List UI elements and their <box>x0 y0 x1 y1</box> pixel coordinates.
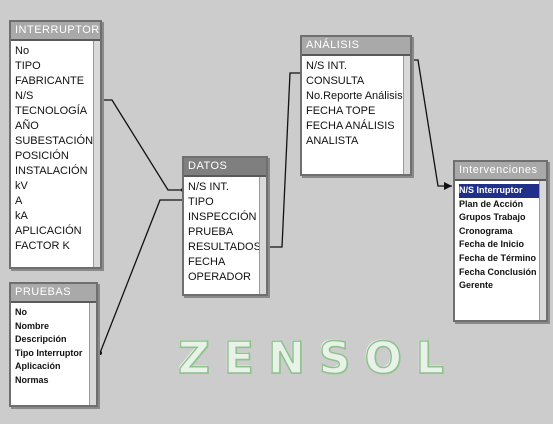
field-row[interactable]: kV <box>15 180 28 192</box>
field-row[interactable]: FECHA ANÁLISIS <box>306 120 395 132</box>
scrollbar[interactable] <box>539 181 546 320</box>
scrollbar[interactable] <box>89 303 96 405</box>
field-row[interactable]: CONSULTA <box>306 75 365 87</box>
field-row[interactable]: INSTALACIÓN <box>15 165 88 177</box>
scrollbar[interactable] <box>93 41 100 267</box>
zensol-logo: ZENSOL <box>177 332 458 385</box>
field-row[interactable]: Gerente <box>459 280 494 291</box>
field-row[interactable]: Cronograma <box>459 225 513 236</box>
table-title[interactable]: ANÁLISIS <box>302 37 410 56</box>
field-row[interactable]: N/S <box>15 90 34 102</box>
field-row[interactable]: Aplicación <box>15 361 61 372</box>
field-row[interactable]: Fecha de Término <box>459 252 537 263</box>
table-datos[interactable]: DATOS N/S INT. TIPO INSPECCIÓN PRUEBA RESULT… <box>182 156 268 296</box>
field-row[interactable]: FECHA <box>188 256 226 268</box>
field-row[interactable]: kA <box>15 210 28 222</box>
field-row[interactable]: POSICIÓN <box>15 150 69 162</box>
field-row[interactable]: APLICACIÓN <box>15 225 82 237</box>
field-row[interactable]: Descripción <box>15 334 67 345</box>
field-list: N/S INT. TIPO INSPECCIÓN PRUEBA RESULTADOS FE… <box>184 177 266 285</box>
field-row[interactable]: N/S INT. <box>188 181 229 193</box>
field-row[interactable]: No <box>15 307 27 317</box>
table-title[interactable]: PRUEBAS <box>11 284 96 303</box>
table-title[interactable]: INTERRUPTOR <box>11 22 100 41</box>
field-row[interactable]: AÑO <box>15 120 39 132</box>
field-row[interactable]: FECHA TOPE <box>306 105 376 117</box>
field-row[interactable]: TECNOLOGÍA <box>15 105 88 117</box>
link-end-dot <box>98 351 102 355</box>
field-row[interactable]: No <box>15 45 30 57</box>
field-row[interactable]: Fecha de Inicio <box>459 239 525 250</box>
link-datos-analisis <box>264 72 303 248</box>
table-analisis[interactable]: ANÁLISIS N/S INT. CONSULTA No.Reporte Anál… <box>300 35 412 176</box>
link-analisis-intervenciones <box>408 59 452 187</box>
field-row[interactable]: PRUEBA <box>188 226 234 238</box>
link-interruptor-datos <box>98 99 183 191</box>
field-row[interactable]: FACTOR K <box>15 240 70 252</box>
field-row[interactable]: FABRICANTE <box>15 75 85 87</box>
field-row[interactable]: N/S Interruptor <box>459 184 546 198</box>
table-title[interactable]: DATOS <box>184 158 266 177</box>
field-row[interactable]: Fecha Conclusión <box>459 266 537 277</box>
field-row[interactable]: TIPO <box>15 60 41 72</box>
field-row[interactable]: SUBESTACIÓN <box>15 135 94 147</box>
field-row[interactable]: OPERADOR <box>188 271 251 283</box>
field-row[interactable]: Grupos Trabajo <box>459 212 526 223</box>
field-row[interactable]: Plan de Acción <box>459 198 524 209</box>
field-row[interactable]: Normas <box>15 374 49 385</box>
field-row[interactable]: Nombre <box>15 320 50 331</box>
field-row[interactable]: Tipo Interruptor <box>15 347 83 358</box>
scrollbar[interactable] <box>259 177 266 294</box>
field-row[interactable]: N/S INT. <box>306 60 347 72</box>
link-pruebas-datos <box>94 199 183 354</box>
field-row[interactable]: A <box>15 195 23 207</box>
field-row[interactable]: RESULTADOS <box>188 241 261 253</box>
field-row[interactable]: INSPECCIÓN <box>188 211 257 223</box>
arrow-head <box>444 182 452 190</box>
field-row[interactable]: No.Reporte Análisis <box>306 90 403 102</box>
field-row[interactable]: TIPO <box>188 196 214 208</box>
scrollbar[interactable] <box>403 56 410 174</box>
table-title[interactable]: Intervenciones <box>455 162 546 181</box>
field-row[interactable]: ANALISTA <box>306 135 359 147</box>
